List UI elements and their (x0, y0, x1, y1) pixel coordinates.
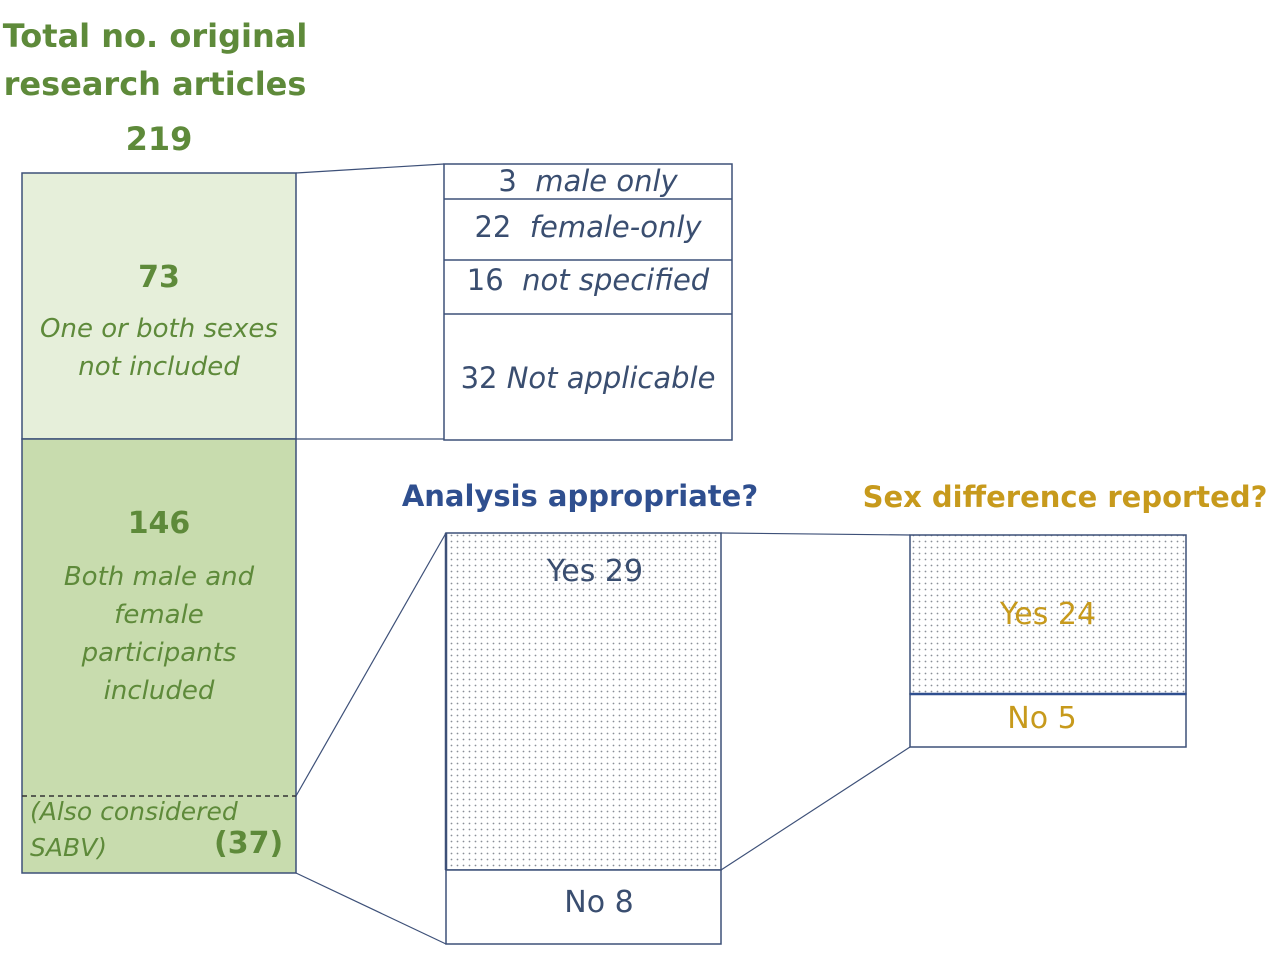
header-title: Total no. original research articles (0, 12, 310, 108)
sexdiff-title: Sex difference reported? (862, 480, 1268, 514)
breakdown-box (443, 163, 733, 441)
both-included-line: included (103, 676, 215, 706)
not-included-count: 73 (138, 260, 180, 295)
breakdown-row: 32 Not applicable (444, 361, 732, 395)
both-included-line: participants (81, 638, 237, 668)
sabv-line-2: SABV) (30, 833, 107, 862)
both-included-count: 146 (127, 506, 191, 541)
not-included-box (21, 172, 297, 440)
breakdown-label: not specified (522, 263, 710, 297)
connector-sabv-bottom (295, 872, 447, 945)
total-count: 219 (125, 120, 193, 158)
sexdiff-yes-box (909, 534, 1187, 695)
breakdown-num: 16 (466, 263, 504, 297)
breakdown-label: male only (535, 164, 678, 198)
connector-sabv-top (295, 532, 447, 797)
breakdown-num: 32 (460, 361, 498, 395)
breakdown-num: 22 (474, 210, 512, 244)
both-included-label: Both male and female participants includ… (22, 558, 296, 710)
analysis-title: Analysis appropriate? (401, 479, 759, 513)
sabv-line-1: (Also considered (30, 797, 238, 826)
breakdown-row: 3 male only (444, 164, 732, 198)
sabv-count: (37) (214, 826, 284, 861)
breakdown-num: 3 (498, 164, 517, 198)
breakdown-label: female-only (529, 210, 702, 244)
analysis-yes-box (445, 532, 722, 871)
both-included-line: Both male and (63, 562, 255, 592)
sexdiff-no-label: No 5 (1007, 701, 1077, 736)
header-line-1: Total no. original (2, 17, 308, 55)
breakdown-row: 22 female-only (444, 210, 732, 244)
not-included-label: One or both sexes not included (22, 310, 296, 386)
connector-yes-bottom (720, 746, 911, 871)
sexdiff-yes-label: Yes 24 (999, 597, 1097, 632)
analysis-no-box (445, 869, 722, 945)
header-line-2: research articles (3, 65, 307, 103)
breakdown-row: 16 not specified (444, 263, 732, 297)
not-included-label-line-2: not included (78, 352, 240, 382)
sabv-label: (Also considered SABV) (30, 794, 290, 866)
connector-yes-top (720, 532, 911, 536)
both-included-line: female (114, 600, 204, 630)
both-included-box (21, 438, 297, 874)
analysis-yes-label: Yes 29 (546, 554, 644, 589)
analysis-no-label: No 8 (564, 885, 634, 920)
connector-top (295, 163, 445, 174)
not-included-label-line-1: One or both sexes (40, 314, 278, 344)
breakdown-label: Not applicable (506, 361, 716, 395)
